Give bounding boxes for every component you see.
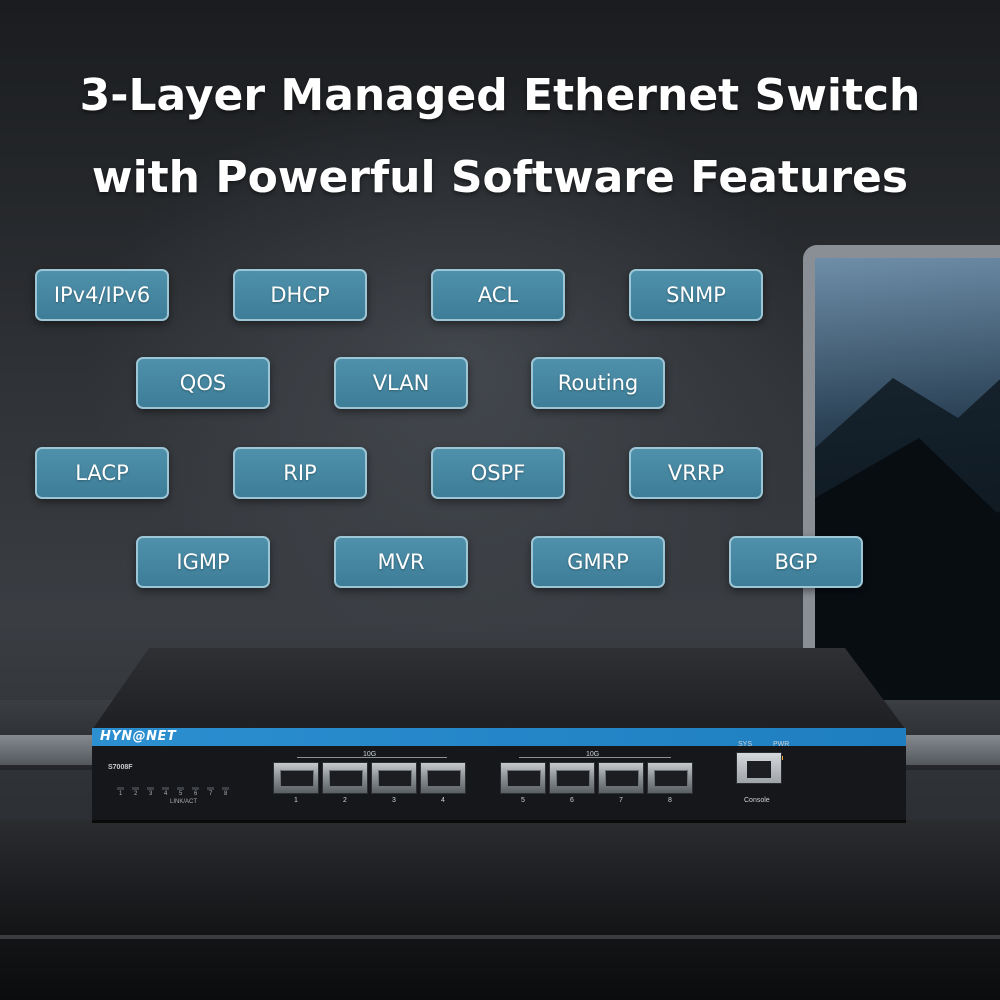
sfp-port-5 — [500, 762, 546, 794]
port-led — [207, 787, 214, 790]
port-led — [222, 787, 229, 790]
switch-top-panel — [92, 648, 906, 730]
desk-edge — [0, 935, 1000, 939]
port-led — [192, 787, 199, 790]
led-number: 1 — [119, 791, 123, 797]
port-group-label: 10G — [586, 751, 600, 758]
feature-tag-snmp: SNMP — [629, 269, 763, 321]
feature-tag-vrrp: VRRP — [629, 447, 763, 499]
feature-tag-qos: QOS — [136, 357, 270, 409]
brand-logo: HYN@NET — [100, 729, 177, 744]
port-led — [132, 787, 139, 790]
led-group-label: LINK/ACT — [170, 799, 198, 805]
port-number: 6 — [570, 797, 574, 804]
feature-tag-igmp: IGMP — [136, 536, 270, 588]
port-group-bracket — [297, 757, 447, 758]
led-number: 8 — [224, 791, 228, 797]
headline-line-1: 3-Layer Managed Ethernet Switch — [79, 70, 921, 121]
feature-tag-lacp: LACP — [35, 447, 169, 499]
headline-line-2: with Powerful Software Features — [91, 152, 909, 203]
port-led — [162, 787, 169, 790]
led-number: 2 — [134, 791, 138, 797]
sfp-port-3 — [371, 762, 417, 794]
laptop-screen — [815, 258, 1000, 713]
led-number: 7 — [209, 791, 213, 797]
desk-surface — [0, 820, 1000, 1000]
port-number: 2 — [343, 797, 347, 804]
sfp-port-4 — [420, 762, 466, 794]
console-label: Console — [744, 797, 770, 804]
led-number: 3 — [149, 791, 153, 797]
pwr-label: PWR — [773, 741, 790, 748]
port-number: 7 — [619, 797, 623, 804]
feature-tag-routing: Routing — [531, 357, 665, 409]
port-number: 4 — [441, 797, 445, 804]
port-group-label: 10G — [363, 751, 377, 758]
console-port — [736, 752, 782, 784]
sfp-port-7 — [598, 762, 644, 794]
switch-brand-band — [92, 728, 906, 746]
feature-tag-bgp: BGP — [729, 536, 863, 588]
feature-tag-vlan: VLAN — [334, 357, 468, 409]
port-number: 8 — [668, 797, 672, 804]
feature-tag-ipv4-ipv6: IPv4/IPv6 — [35, 269, 169, 321]
sfp-port-6 — [549, 762, 595, 794]
port-led — [147, 787, 154, 790]
feature-tag-dhcp: DHCP — [233, 269, 367, 321]
led-number: 4 — [164, 791, 168, 797]
feature-tag-rip: RIP — [233, 447, 367, 499]
model-label: S7008F — [108, 764, 133, 771]
port-number: 1 — [294, 797, 298, 804]
port-led — [117, 787, 124, 790]
sfp-port-8 — [647, 762, 693, 794]
port-group-bracket — [519, 757, 671, 758]
port-number: 3 — [392, 797, 396, 804]
feature-tag-mvr: MVR — [334, 536, 468, 588]
led-number: 6 — [194, 791, 198, 797]
led-number: 5 — [179, 791, 183, 797]
port-number: 5 — [521, 797, 525, 804]
port-led — [177, 787, 184, 790]
sfp-port-2 — [322, 762, 368, 794]
feature-tag-gmrp: GMRP — [531, 536, 665, 588]
sys-label: SYS — [738, 741, 753, 748]
sfp-port-1 — [273, 762, 319, 794]
feature-tag-ospf: OSPF — [431, 447, 565, 499]
feature-tag-acl: ACL — [431, 269, 565, 321]
